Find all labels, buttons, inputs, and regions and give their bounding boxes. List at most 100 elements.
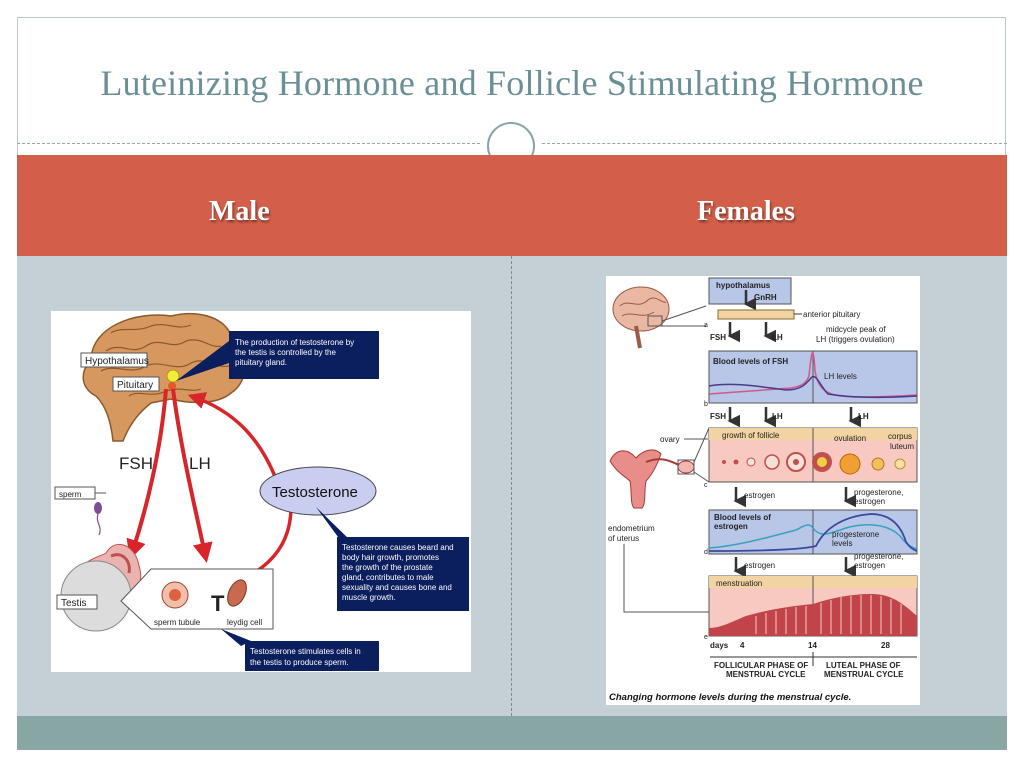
female-lh-label-b2: LH bbox=[858, 412, 869, 421]
testosterone-label: Testosterone bbox=[272, 484, 358, 501]
panel-label-a: a bbox=[704, 322, 708, 329]
female-lh-label-a: LH bbox=[772, 333, 783, 342]
progesterone-curve bbox=[708, 513, 918, 552]
testis-label-box bbox=[56, 594, 98, 610]
progesterone-label-c: progesterone, bbox=[854, 488, 903, 497]
note-pointer bbox=[176, 341, 229, 381]
anterior-pituitary-bar bbox=[717, 309, 795, 320]
growth-follicle-label: growth of follicle bbox=[722, 431, 780, 440]
ovary-zoom-lines bbox=[693, 427, 710, 483]
title-divider-left bbox=[17, 143, 480, 144]
follicle-stages bbox=[722, 452, 906, 475]
female-anterior-pituitary-label: anterior pituitary bbox=[803, 310, 860, 319]
column-heading-females: Females bbox=[697, 196, 795, 227]
panel-label-e: e bbox=[704, 634, 708, 641]
male-testis-label: Testis bbox=[61, 598, 87, 609]
note3-line2: the testis to produce sperm. bbox=[250, 658, 349, 667]
ovary-zoom-box bbox=[677, 459, 695, 475]
lh-arrow bbox=[171, 388, 213, 563]
male-fsh-label: FSH bbox=[119, 454, 153, 473]
title-divider-right bbox=[542, 143, 1007, 144]
blood-estrogen-line1: Blood levels of bbox=[714, 513, 771, 522]
panel-label-b: b bbox=[704, 401, 708, 408]
testosterone-ellipse bbox=[259, 466, 377, 516]
menstruation-label: menstruation bbox=[716, 579, 762, 588]
day-14-label: 14 bbox=[808, 641, 817, 650]
corpus-label: corpus bbox=[888, 432, 912, 441]
estrogen-label-d: estrogen bbox=[744, 561, 775, 570]
luteum-label: luteum bbox=[890, 442, 914, 451]
uterus-illustration bbox=[609, 449, 695, 509]
note1-line1: The production of testosterone by bbox=[235, 338, 354, 347]
estrogen-label-c: estrogen bbox=[744, 491, 775, 500]
female-menstrual-cycle-diagram: hypothalamus GnRH anterior pituitary a F… bbox=[606, 276, 920, 705]
male-hormone-diagram: Hypothalamus Pituitary The production of… bbox=[51, 311, 471, 672]
male-leydig-cell-label: leydig cell bbox=[227, 618, 262, 627]
endometrium-glands bbox=[755, 595, 902, 634]
progesterone-label-d: progesterone, bbox=[854, 552, 903, 561]
days-label: days bbox=[710, 641, 729, 650]
sperm-cell bbox=[94, 502, 102, 514]
day-28-label: 28 bbox=[881, 641, 890, 650]
female-lh-label-b: LH bbox=[772, 412, 783, 421]
luteal-phase-line2: MENSTRUAL CYCLE bbox=[824, 670, 904, 679]
progesterone-levels-line2: levels bbox=[832, 539, 852, 548]
ovulation-label: ovulation bbox=[834, 434, 866, 443]
sperm-tail bbox=[96, 513, 101, 536]
footer-band bbox=[17, 716, 1007, 750]
progesterone-levels-line1: progesterone bbox=[832, 530, 880, 539]
note1-line3: pituitary gland. bbox=[235, 358, 287, 367]
female-brain-illustration bbox=[612, 286, 670, 349]
pituitary-label-box bbox=[112, 376, 160, 392]
male-sperm-tubule-label: sperm tubule bbox=[154, 618, 201, 627]
day-4-label: 4 bbox=[740, 641, 745, 650]
endometrium-line2: of uterus bbox=[608, 534, 639, 543]
female-fsh-label-b: FSH bbox=[710, 412, 726, 421]
luteal-phase-line1: LUTEAL PHASE OF bbox=[826, 661, 901, 670]
inhibit-t-symbol: T bbox=[211, 591, 225, 616]
estrogen-curve bbox=[708, 523, 918, 550]
note-box-sperm-production bbox=[245, 641, 379, 671]
hypothalamus-label-box bbox=[80, 352, 148, 368]
note2-line6: muscle growth. bbox=[342, 593, 396, 602]
follicular-phase-line1: FOLLICULAR PHASE OF bbox=[714, 661, 808, 670]
female-hypothalamus-label: hypothalamus bbox=[716, 281, 771, 290]
fsh-curve bbox=[708, 375, 918, 399]
brain-illustration bbox=[82, 312, 247, 442]
male-lh-label: LH bbox=[189, 454, 211, 473]
panel-label-d: d bbox=[704, 549, 708, 556]
note3-line1: Testosterone stimulates cells in bbox=[250, 647, 361, 656]
note-box-testosterone-effects bbox=[337, 537, 469, 611]
male-pituitary-label: Pituitary bbox=[117, 380, 153, 391]
column-divider bbox=[511, 256, 512, 716]
note2-pointer bbox=[316, 507, 351, 541]
note2-line5: sexuality and causes bone and bbox=[342, 583, 452, 592]
fsh-arrow bbox=[126, 388, 168, 560]
blood-fsh-label: Blood levels of FSH bbox=[713, 357, 788, 366]
female-gnrh-label: GnRH bbox=[754, 293, 777, 302]
panel-label-c: c bbox=[704, 482, 708, 489]
note1-line2: the testis is controlled by the bbox=[235, 348, 336, 357]
note3-pointer bbox=[221, 629, 251, 646]
midcycle-line2: LH (triggers ovulation) bbox=[816, 335, 895, 344]
testis-illustration bbox=[60, 543, 142, 632]
follicular-phase-line2: MENSTRUAL CYCLE bbox=[726, 670, 806, 679]
zoom-lines bbox=[661, 305, 707, 327]
note2-line2: body hair growth, promotes bbox=[342, 553, 439, 562]
sperm-tubule-core bbox=[169, 589, 181, 601]
lh-levels-label: LH levels bbox=[824, 372, 857, 381]
column-heading-male: Male bbox=[209, 196, 270, 227]
blood-estrogen-line2: estrogen bbox=[714, 522, 748, 531]
midcycle-line1: midcycle peak of bbox=[826, 325, 886, 334]
slide-title: Luteinizing Hormone and Follicle Stimula… bbox=[100, 63, 924, 103]
note-box-pituitary bbox=[229, 331, 379, 379]
male-hypothalamus-label: Hypothalamus bbox=[85, 356, 149, 367]
endometrium-lining bbox=[709, 594, 917, 636]
ovary-label: ovary bbox=[660, 435, 680, 444]
endometrium-line1: endometrium bbox=[608, 524, 655, 533]
estrogen2-label-d: estrogen bbox=[854, 561, 885, 570]
female-diagram-caption: Changing hormone levels during the menst… bbox=[609, 692, 851, 703]
note2-line3: the growth of the prostate bbox=[342, 563, 433, 572]
estrogen2-label-c: estrogen bbox=[854, 497, 885, 506]
endometrium-leader bbox=[623, 544, 709, 613]
